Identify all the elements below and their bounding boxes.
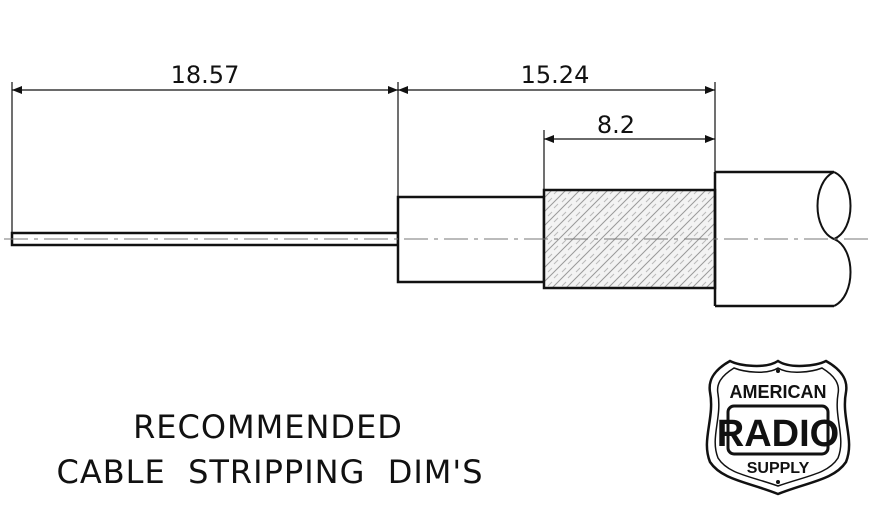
logo-line-1: AMERICAN xyxy=(730,382,827,402)
logo-line-2: RADIO xyxy=(717,413,839,455)
american-radio-supply-logo: AMERICAN RADIO SUPPLY xyxy=(705,359,851,496)
logo-line-3: SUPPLY xyxy=(747,460,810,477)
dimension-overall: 18.57 xyxy=(12,61,398,94)
dimension-braid: 8.2 xyxy=(544,111,715,143)
dimension-braid-label: 8.2 xyxy=(597,111,635,139)
dimension-jacket-strip: 15.24 xyxy=(398,61,715,94)
dimension-overall-label: 18.57 xyxy=(171,61,240,89)
title-line-2: CABLE STRIPPING DIM'S xyxy=(56,453,483,491)
title-line-1: RECOMMENDED xyxy=(133,408,403,446)
dimension-jacket-strip-label: 15.24 xyxy=(521,61,590,89)
